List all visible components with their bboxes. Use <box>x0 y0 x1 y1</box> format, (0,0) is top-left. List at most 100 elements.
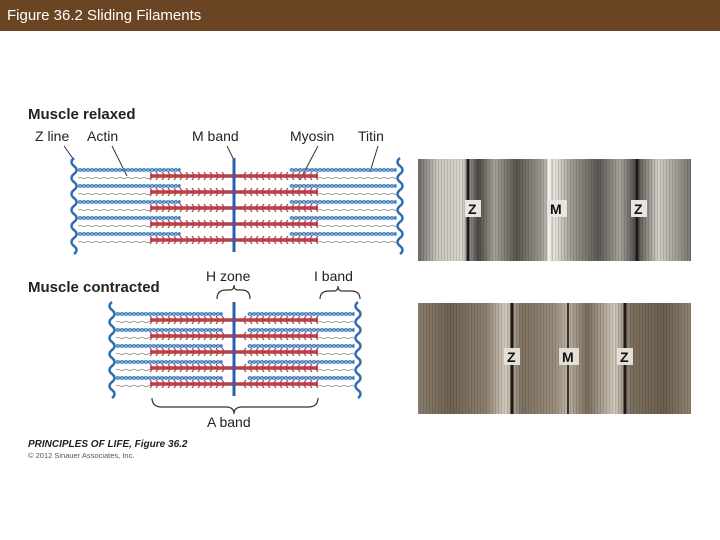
myosin-head <box>308 219 313 225</box>
myosin-head <box>215 363 220 369</box>
myosin-head <box>284 207 289 213</box>
myosin-head <box>242 191 247 197</box>
myosin-head <box>167 335 172 341</box>
myosin-head <box>173 383 178 389</box>
myosin-head <box>209 219 214 225</box>
myosin-head <box>260 363 265 369</box>
myosin-head <box>203 335 208 341</box>
myosin-head <box>167 315 172 321</box>
myosin-head <box>155 335 160 341</box>
myosin-head <box>290 331 295 337</box>
myosin-head <box>167 219 172 225</box>
myosin-head <box>221 223 226 229</box>
myosin-head <box>221 191 226 197</box>
myosin-head <box>161 379 166 385</box>
myosin-head <box>191 239 196 245</box>
myosin-head <box>167 319 172 325</box>
myosin-head <box>290 171 295 177</box>
myosin-head <box>308 363 313 369</box>
myosin-head <box>284 175 289 181</box>
myosin-head <box>266 219 271 225</box>
actin-filament <box>289 168 397 172</box>
myosin-head <box>266 223 271 229</box>
myosin-head <box>284 235 289 241</box>
myosin-head <box>179 223 184 229</box>
myosin-head <box>209 319 214 325</box>
myosin-head <box>278 239 283 245</box>
myosin-head <box>149 175 154 181</box>
myosin-head <box>302 347 307 353</box>
myosin-head <box>284 191 289 197</box>
myosin-head <box>209 187 214 193</box>
myosin-head <box>290 363 295 369</box>
myosin-head <box>155 203 160 209</box>
myosin-head <box>302 223 307 229</box>
myosin-head <box>149 363 154 369</box>
myosin-head <box>284 319 289 325</box>
myosin-head <box>290 383 295 389</box>
myosin-head <box>161 191 166 197</box>
myosin-head <box>278 383 283 389</box>
myosin-head <box>302 351 307 357</box>
myosin-head <box>155 239 160 245</box>
myosin-head <box>221 315 226 321</box>
myosin-head <box>248 175 253 181</box>
myosin-head <box>248 351 253 357</box>
myosin-head <box>185 235 190 241</box>
myosin-head <box>191 351 196 357</box>
actin-filament <box>115 312 223 316</box>
myosin-head <box>278 187 283 193</box>
myosin-head <box>197 351 202 357</box>
myosin-head <box>209 315 214 321</box>
myosin-head <box>314 207 319 213</box>
myosin-head <box>215 223 220 229</box>
myosin-head <box>167 171 172 177</box>
myosin-head <box>314 191 319 197</box>
myosin-head <box>314 175 319 181</box>
myosin-head <box>161 207 166 213</box>
titin-filament <box>115 320 151 324</box>
myosin-head <box>284 347 289 353</box>
titin-filament <box>317 320 355 324</box>
myosin-head <box>260 235 265 241</box>
myosin-head <box>215 351 220 357</box>
myosin-head <box>272 351 277 357</box>
myosin-head <box>302 315 307 321</box>
myosin-head <box>161 363 166 369</box>
myosin-head <box>179 171 184 177</box>
myosin-head <box>161 171 166 177</box>
myosin-head <box>161 223 166 229</box>
myosin-head <box>284 187 289 193</box>
myosin-head <box>254 171 259 177</box>
actin-filament <box>77 168 181 172</box>
myosin-head <box>242 363 247 369</box>
actin-filament <box>115 360 223 364</box>
myosin-head <box>302 235 307 241</box>
myosin-head <box>197 383 202 389</box>
myosin-head <box>215 347 220 353</box>
myosin-head <box>179 191 184 197</box>
actin-filament <box>247 376 355 380</box>
myosin-head <box>203 319 208 325</box>
titin-filament <box>317 240 397 244</box>
myosin-head <box>191 219 196 225</box>
myosin-head <box>155 331 160 337</box>
myosin-head <box>242 383 247 389</box>
myosin-head <box>209 383 214 389</box>
myosin-head <box>221 347 226 353</box>
myosin-head <box>248 239 253 245</box>
myosin-head <box>308 203 313 209</box>
myosin-head <box>149 235 154 241</box>
myosin-head <box>203 363 208 369</box>
titin-filament <box>115 336 151 340</box>
myosin-head <box>278 347 283 353</box>
myosin-head <box>197 223 202 229</box>
myosin-head <box>254 315 259 321</box>
myosin-head <box>260 219 265 225</box>
myosin-head <box>284 363 289 369</box>
contracted-micrograph: Z M Z <box>418 303 691 414</box>
myosin-head <box>266 239 271 245</box>
myosin-head <box>296 347 301 353</box>
myosin-head <box>185 175 190 181</box>
